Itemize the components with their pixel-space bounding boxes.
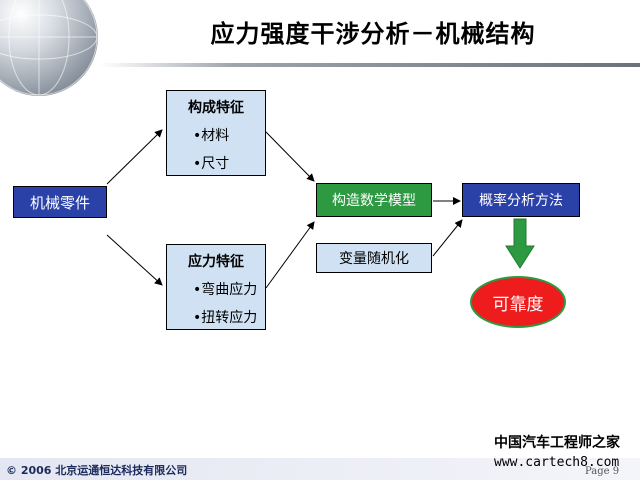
slide-title: 应力强度干涉分析－机械结构 bbox=[210, 20, 536, 48]
node-mechanical-part: 机械零件 bbox=[13, 186, 107, 218]
node-build-math-model: 构造数学模型 bbox=[316, 183, 432, 217]
title-divider bbox=[100, 63, 640, 67]
page-number: Page 9 bbox=[585, 466, 620, 477]
structure-features-heading: 构成特征 bbox=[188, 100, 244, 116]
node-probability-method: 概率分析方法 bbox=[462, 183, 580, 217]
arrow-randomize-to-method bbox=[432, 219, 463, 257]
watermark-line2: www.cartech8.com bbox=[494, 455, 620, 470]
node-mechanical-part-label: 机械零件 bbox=[29, 193, 90, 212]
copyright-text: © 2006 北京运通恒达科技有限公司 bbox=[6, 464, 188, 477]
node-variable-randomization-label: 变量随机化 bbox=[339, 251, 409, 267]
structure-feature-item: •材料 bbox=[193, 128, 230, 144]
arrow-structure-to-model bbox=[265, 131, 315, 182]
watermark-line1: 中国汽车工程师之家 bbox=[494, 435, 620, 451]
green-down-arrow bbox=[505, 218, 535, 269]
globe-logo bbox=[0, 0, 98, 96]
node-build-math-model-label: 构造数学模型 bbox=[332, 193, 416, 209]
node-stress-features: 应力特征 •弯曲应力 •扭转应力 bbox=[166, 244, 266, 330]
structure-feature-item: •尺寸 bbox=[193, 156, 230, 172]
node-reliability: 可靠度 bbox=[470, 276, 566, 328]
stress-features-heading: 应力特征 bbox=[188, 254, 244, 270]
stress-feature-item: •扭转应力 bbox=[193, 310, 258, 326]
node-structure-features: 构成特征 •材料 •尺寸 bbox=[166, 90, 266, 176]
globe-grid bbox=[0, 0, 98, 96]
node-reliability-label: 可靠度 bbox=[492, 294, 544, 315]
footer-bar bbox=[0, 458, 640, 480]
arrow-part-to-structure bbox=[106, 129, 163, 185]
stress-feature-item: •弯曲应力 bbox=[193, 282, 258, 298]
node-probability-method-label: 概率分析方法 bbox=[479, 193, 563, 209]
arrow-part-to-stress bbox=[106, 234, 163, 286]
arrow-stress-to-model bbox=[265, 221, 315, 289]
node-variable-randomization: 变量随机化 bbox=[316, 243, 432, 273]
